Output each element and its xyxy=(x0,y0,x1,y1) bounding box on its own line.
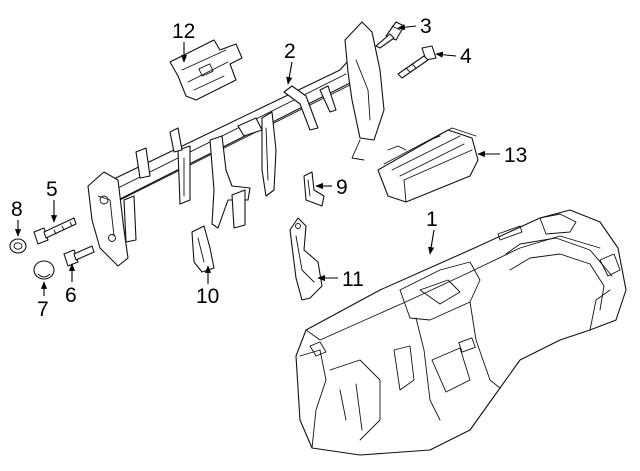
leader-lines xyxy=(14,24,500,296)
callout-2: 2 xyxy=(284,40,296,63)
callout-8: 8 xyxy=(11,198,23,221)
callout-7: 7 xyxy=(37,298,49,321)
callout-13: 13 xyxy=(504,144,527,167)
cross-car-beam[interactable] xyxy=(87,21,385,267)
leader-1 xyxy=(428,229,435,255)
callout-3: 3 xyxy=(420,15,432,38)
callout-6: 6 xyxy=(65,284,77,307)
bolt-5[interactable] xyxy=(33,217,77,245)
electronic-module[interactable] xyxy=(377,127,479,203)
clip-bracket-9[interactable] xyxy=(303,171,325,207)
nut-8[interactable] xyxy=(9,238,27,254)
callout-11: 11 xyxy=(342,268,364,291)
bolt-3[interactable] xyxy=(375,21,405,49)
callout-9: 9 xyxy=(336,176,348,199)
callout-1: 1 xyxy=(426,208,438,231)
leader-4 xyxy=(435,51,457,58)
callout-labels: 1 2 3 4 5 6 7 8 9 10 11 12 13 xyxy=(11,15,527,321)
bracket-10[interactable] xyxy=(191,225,215,273)
callout-10: 10 xyxy=(196,285,219,308)
leader-3 xyxy=(397,24,417,31)
bolt-6[interactable] xyxy=(63,245,95,267)
grommet-7[interactable] xyxy=(33,260,55,280)
callout-4: 4 xyxy=(460,45,472,68)
callout-5: 5 xyxy=(46,178,58,201)
callout-12: 12 xyxy=(172,20,195,43)
bracket-11[interactable] xyxy=(289,217,323,301)
bolt-4[interactable] xyxy=(397,45,437,79)
instrument-panel[interactable] xyxy=(295,209,627,456)
leader-2 xyxy=(286,61,293,85)
upper-bracket[interactable] xyxy=(169,39,243,101)
